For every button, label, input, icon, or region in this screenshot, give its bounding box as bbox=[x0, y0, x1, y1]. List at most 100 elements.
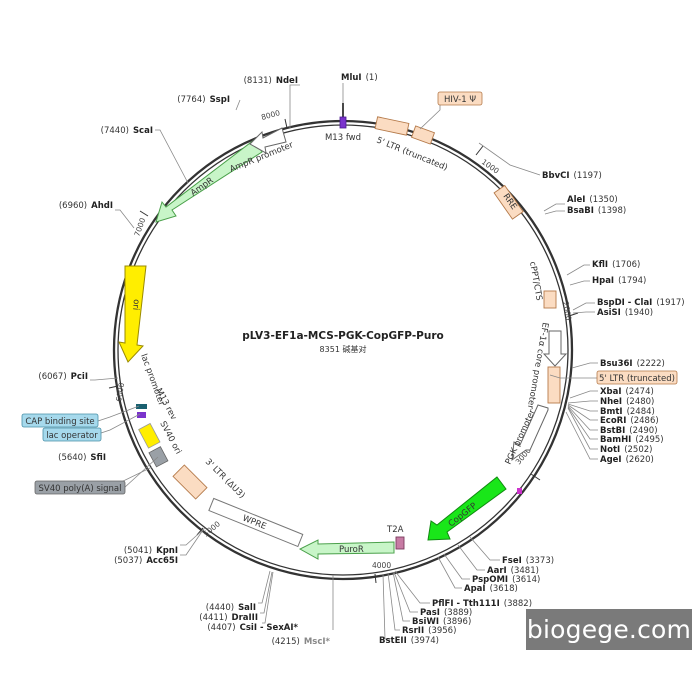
site-position: (6960) bbox=[59, 201, 87, 211]
site-label: BspDI - ClaI(1917) bbox=[597, 298, 685, 308]
sv40-feature: SV40 ori bbox=[138, 420, 183, 468]
site-position: (1) bbox=[366, 73, 378, 83]
site-label: EcoRI (2486) bbox=[600, 416, 659, 426]
site-label: (7440)ScaI bbox=[101, 126, 153, 136]
site-position: (3956) bbox=[428, 626, 456, 636]
callout-lacop: lac operator bbox=[42, 427, 102, 442]
site-position: (2502) bbox=[624, 445, 652, 455]
site-name: ScaI bbox=[133, 126, 153, 136]
site-label: NheI(2480) bbox=[600, 397, 654, 407]
site-labels-left: (8131)NdeI (7764)SspI (7440)ScaI (6960)A… bbox=[38, 76, 330, 647]
site-name: RsrII bbox=[402, 626, 424, 636]
site-name: MluI bbox=[341, 73, 362, 83]
site-label: BsiWI(3896) bbox=[412, 617, 471, 627]
site-position: (5640) bbox=[58, 453, 86, 463]
site-position: (2222) bbox=[637, 359, 665, 369]
site-label: AarI(3481) bbox=[487, 566, 539, 576]
ltr5-small-feature bbox=[547, 366, 561, 404]
callout-hiv: HIV-1 Ψ bbox=[437, 91, 483, 106]
copgfp-feature: CopGFP bbox=[427, 476, 507, 541]
watermark: biogege.com bbox=[526, 609, 692, 650]
site-name: NheI bbox=[600, 397, 622, 407]
puror-label: PuroR bbox=[339, 545, 364, 555]
site-label: PspOMI (3614) bbox=[472, 575, 540, 585]
site-position: (4411) bbox=[199, 613, 227, 623]
site-name: DraIII bbox=[232, 613, 258, 623]
site-position: (3889) bbox=[444, 608, 472, 618]
site-name: ApaI bbox=[464, 584, 486, 594]
site-label: (6960)AhdI bbox=[59, 201, 113, 211]
tick-label: 8000 bbox=[260, 108, 281, 122]
site-label: FseI(3373) bbox=[502, 556, 554, 566]
site-position: (1398) bbox=[598, 206, 626, 216]
tick-label: 6000 bbox=[114, 382, 126, 403]
tick-label: 4000 bbox=[372, 561, 391, 570]
site-label: (6067) PciI bbox=[38, 372, 88, 382]
site-label: PasI (3889) bbox=[420, 608, 472, 618]
site-position: (1197) bbox=[574, 171, 602, 181]
site-position: (6067) bbox=[38, 372, 66, 382]
site-label: AleI(1350) bbox=[567, 195, 618, 205]
callout-ltr5-label: 5' LTR (truncated) bbox=[599, 374, 675, 384]
site-label: (5640)SfiI bbox=[58, 453, 106, 463]
site-position: (3974) bbox=[411, 636, 439, 646]
site-position: (2490) bbox=[629, 426, 657, 436]
site-position: (4440) bbox=[206, 603, 234, 613]
site-name: PasI bbox=[420, 608, 440, 618]
site-label: (5037)Acc65I bbox=[114, 556, 178, 566]
site-label: ApaI(3618) bbox=[464, 584, 518, 594]
site-position: (3882) bbox=[504, 599, 532, 609]
callout-sv40pa-label: SV40 poly(A) signal bbox=[38, 484, 121, 494]
site-name: EcoRI bbox=[600, 416, 626, 426]
callout-lacop-label: lac operator bbox=[46, 431, 98, 441]
site-name: FseI bbox=[502, 556, 522, 566]
t2a-label: T2A bbox=[386, 525, 404, 535]
cppt-label: cPPT/CTS bbox=[527, 261, 544, 302]
site-name: NdeI bbox=[276, 76, 298, 86]
site-label: (4411) DraIII bbox=[199, 613, 258, 623]
m13-fwd-feature: M13 fwd bbox=[325, 103, 361, 143]
plasmid-length: 8351 碱基对 bbox=[320, 344, 367, 354]
site-name: MscI* bbox=[304, 637, 331, 647]
site-marker bbox=[517, 488, 522, 494]
callout-sv40pa: SV40 poly(A) signal bbox=[34, 480, 126, 495]
ori-feature: ori bbox=[118, 265, 147, 363]
ori-label: ori bbox=[130, 299, 141, 311]
site-name: AsiSI bbox=[597, 308, 621, 318]
site-position: (2484) bbox=[627, 407, 655, 417]
site-label: AsiSI (1940) bbox=[597, 308, 653, 318]
site-position: (2474) bbox=[626, 387, 654, 397]
site-label: (8131)NdeI bbox=[244, 76, 298, 86]
site-position: (1917) bbox=[656, 298, 684, 308]
site-label: NotI(2502) bbox=[600, 445, 652, 455]
site-position: (3614) bbox=[512, 575, 540, 585]
site-name: Bsu36I bbox=[600, 359, 633, 369]
site-position: (1940) bbox=[625, 308, 653, 318]
site-label: BstEII(3974) bbox=[379, 636, 439, 646]
t2a-feature: T2A bbox=[386, 525, 405, 550]
site-position: (7764) bbox=[177, 95, 205, 105]
site-name: PflFI - Tth111I bbox=[432, 599, 500, 609]
site-position: (1350) bbox=[589, 195, 617, 205]
site-name: BamHI bbox=[600, 435, 631, 445]
site-name: PspOMI bbox=[472, 575, 508, 585]
m13-fwd-label: M13 fwd bbox=[325, 133, 361, 143]
ltr3-feature: 3' LTR (ΔU3) bbox=[172, 457, 247, 501]
site-position: (1794) bbox=[618, 276, 646, 286]
site-label: (5041)KpnI bbox=[124, 546, 178, 556]
tick-label: 1000 bbox=[480, 157, 501, 175]
site-label: (7764)SspI bbox=[177, 95, 230, 105]
site-name: XbaI bbox=[600, 387, 622, 397]
site-position: (2486) bbox=[630, 416, 658, 426]
tick-marks bbox=[108, 118, 579, 584]
site-name: BsaBI bbox=[567, 206, 594, 216]
site-label: RsrII (3956) bbox=[402, 626, 456, 636]
ef1a-label: EF-1α core promoter bbox=[525, 321, 550, 409]
ltr5-feature: 5' LTR (truncated) bbox=[374, 116, 449, 173]
site-name: BstBI bbox=[600, 426, 625, 436]
site-name: KflI bbox=[592, 260, 608, 270]
lacprom-label: lac promoter bbox=[138, 353, 166, 408]
site-position: (1706) bbox=[612, 260, 640, 270]
site-name: PciI bbox=[71, 372, 88, 382]
